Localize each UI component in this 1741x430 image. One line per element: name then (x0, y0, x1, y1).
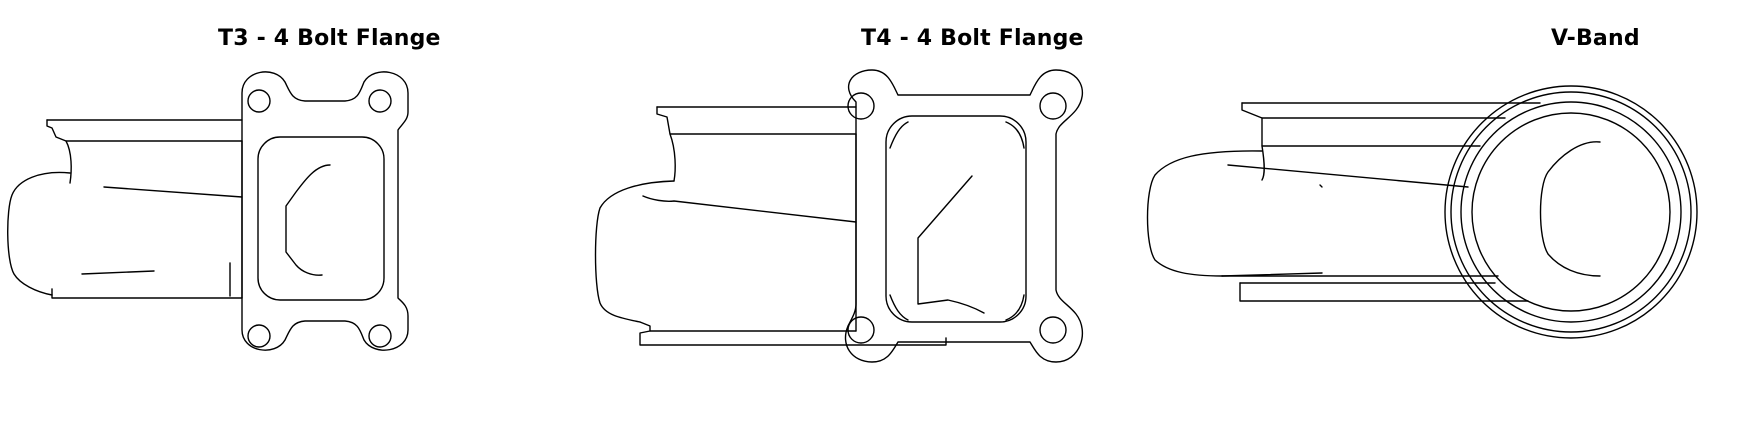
vband-flange-title: V-Band (1551, 26, 1640, 51)
t4-flange-drawing (594, 69, 1084, 363)
t4-inner-wall (917, 175, 985, 314)
t3-inner-wall (285, 164, 331, 276)
t3-flange-title: T3 - 4 Bolt Flange (218, 26, 441, 51)
t3-flange-drawing (7, 71, 409, 351)
t4-housing-body (594, 106, 947, 346)
vband-housing-body (1146, 102, 1541, 302)
t4-flange-title: T4 - 4 Bolt Flange (861, 26, 1084, 51)
t4-flange-plate (844, 69, 1084, 363)
t4-port-opening (885, 115, 1027, 323)
t3-housing-body (7, 119, 243, 299)
t3-port-opening (257, 136, 385, 301)
vband-flange-drawing (1146, 85, 1698, 339)
vband-clamp-rings (1444, 85, 1698, 339)
t3-bolt-holes (247, 89, 392, 348)
t4-port-corner-arcs (889, 121, 1025, 321)
vband-inner-wall (1539, 141, 1601, 277)
t4-bolt-holes (847, 92, 1067, 344)
t3-flange-plate (241, 71, 409, 351)
